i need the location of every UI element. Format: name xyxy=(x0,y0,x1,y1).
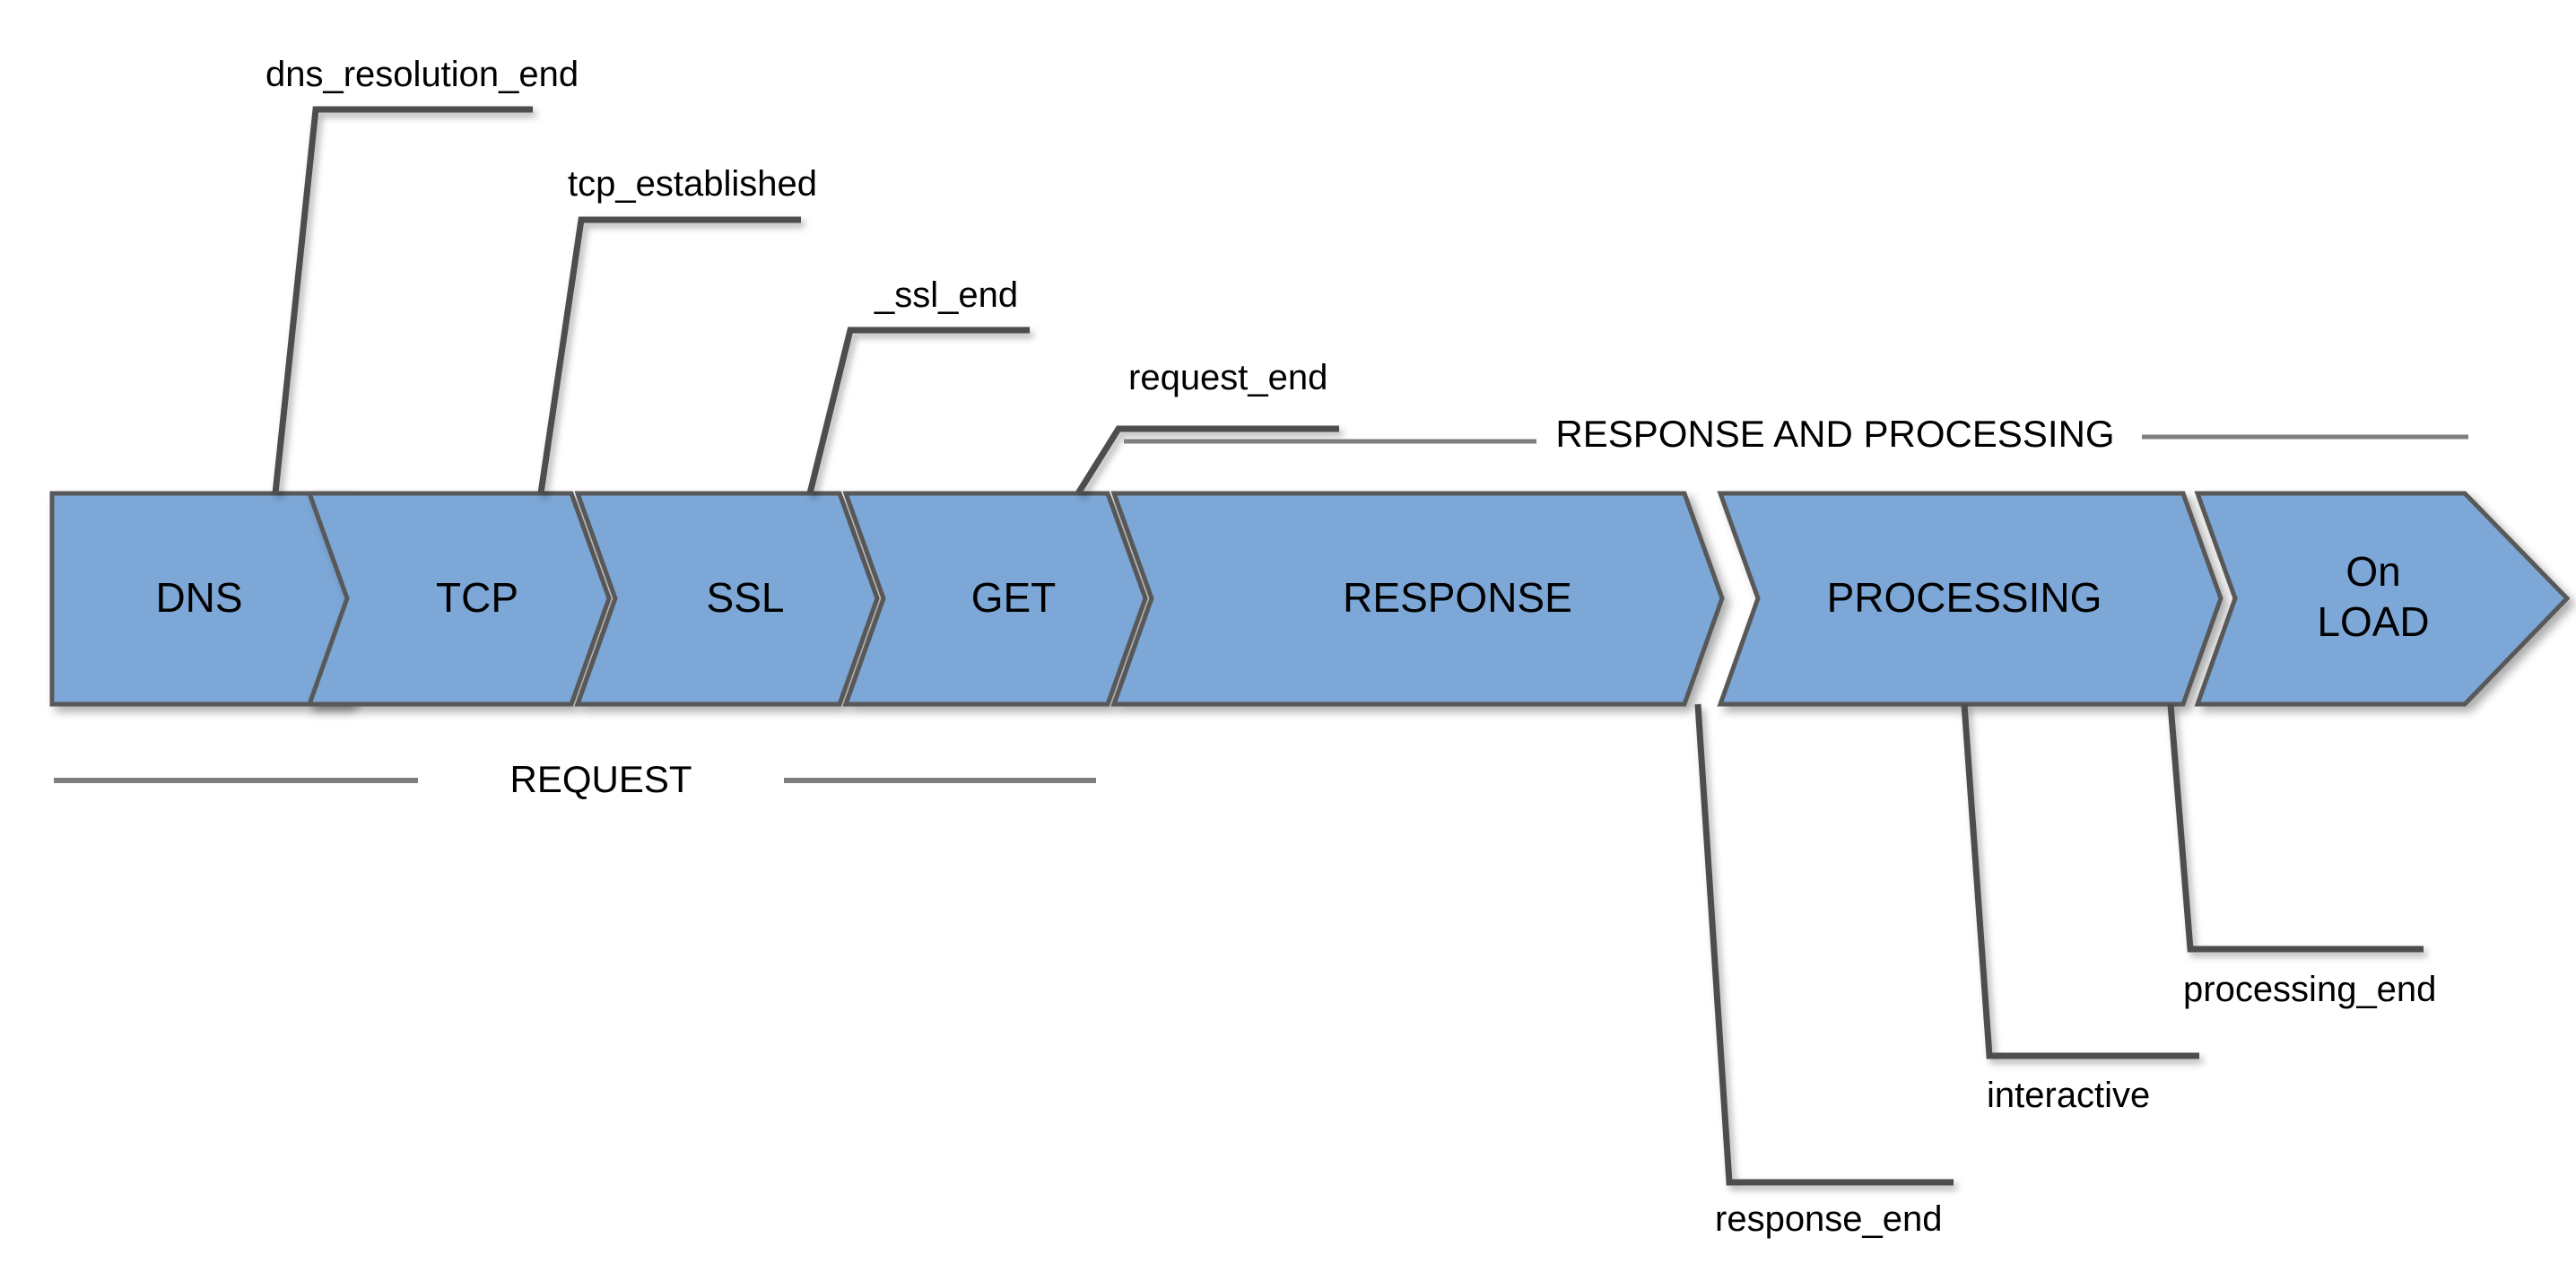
stage-label-processing: PROCESSING xyxy=(1827,574,2102,621)
leader-line-dns-resolution-end xyxy=(272,106,533,494)
leader-line-tcp-established xyxy=(537,216,801,494)
top-leader-lines xyxy=(272,106,1339,495)
event-label-ssl-end: _ssl_end xyxy=(874,275,1018,315)
chevron-shape-ssl xyxy=(574,491,880,707)
stage-chevron-onload[interactable]: On LOAD xyxy=(2194,491,2571,707)
stage-chevron-ssl[interactable]: SSL xyxy=(574,491,880,707)
event-label-interactive: interactive xyxy=(1987,1076,2150,1115)
bottom-leader-lines xyxy=(1694,703,2424,1186)
stage-chevron-get[interactable]: GET xyxy=(842,491,1148,707)
phase-request: REQUEST xyxy=(54,758,1096,800)
chevron-band: DNS TCP SSL GET RESPONSE xyxy=(49,491,2571,707)
leader-line-interactive xyxy=(1961,703,2199,1059)
stage-chevron-response[interactable]: RESPONSE xyxy=(1110,491,1725,707)
stage-chevron-processing[interactable]: PROCESSING xyxy=(1717,491,2224,707)
stage-label-response: RESPONSE xyxy=(1343,574,1572,621)
bottom-event-labels: response_end interactive processing_end xyxy=(1715,970,2436,1239)
chevron-shape-onload xyxy=(2194,491,2571,707)
stage-label-onload-line1: On xyxy=(2345,548,2400,595)
event-label-tcp-established: tcp_established xyxy=(568,164,817,204)
event-label-dns-resolution-end: dns_resolution_end xyxy=(265,55,579,94)
stage-label-onload-line2: LOAD xyxy=(2317,598,2429,645)
phase-response-and-processing: RESPONSE AND PROCESSING xyxy=(1124,413,2468,455)
stage-label-dns: DNS xyxy=(155,574,242,621)
phase-label-request: REQUEST xyxy=(509,758,692,800)
leader-line-response-end xyxy=(1694,703,1954,1186)
chevron-shape-tcp xyxy=(306,491,612,707)
leader-line-processing-end xyxy=(2167,703,2424,953)
event-label-response-end: response_end xyxy=(1715,1199,1943,1239)
stage-label-tcp: TCP xyxy=(436,574,518,621)
top-event-labels: dns_resolution_end tcp_established _ssl_… xyxy=(265,55,1327,397)
event-label-processing-end: processing_end xyxy=(2183,970,2436,1009)
stage-chevron-tcp[interactable]: TCP xyxy=(306,491,612,707)
chevron-shape-response xyxy=(1110,491,1725,707)
stage-label-ssl: SSL xyxy=(707,574,785,621)
event-label-request-end: request_end xyxy=(1128,358,1327,397)
phase-label-response-and-processing: RESPONSE AND PROCESSING xyxy=(1555,413,2114,455)
leader-line-ssl-end xyxy=(806,327,1030,494)
leader-line-request-end xyxy=(1075,425,1339,495)
chevron-shape-processing xyxy=(1717,491,2224,707)
chevron-shape-get xyxy=(842,491,1148,707)
stage-label-get: GET xyxy=(971,574,1057,621)
